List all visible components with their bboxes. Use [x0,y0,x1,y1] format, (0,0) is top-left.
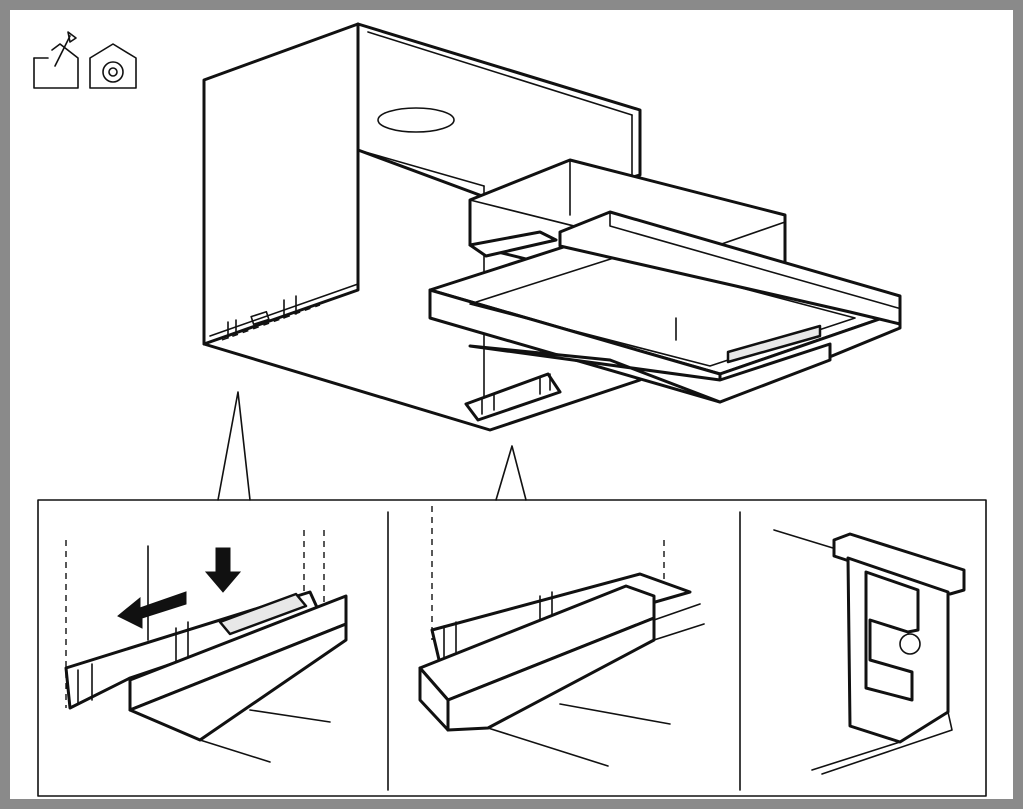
wall-cabinet-icon [89,43,137,89]
clip-mounted-detail [418,506,705,767]
cabinet-with-hood [202,22,902,432]
installation-icon [33,31,79,89]
clip-part-detail [773,529,966,775]
clip-hook-detail [64,530,348,763]
detail-box [37,499,987,797]
callout-pointers [217,391,527,501]
